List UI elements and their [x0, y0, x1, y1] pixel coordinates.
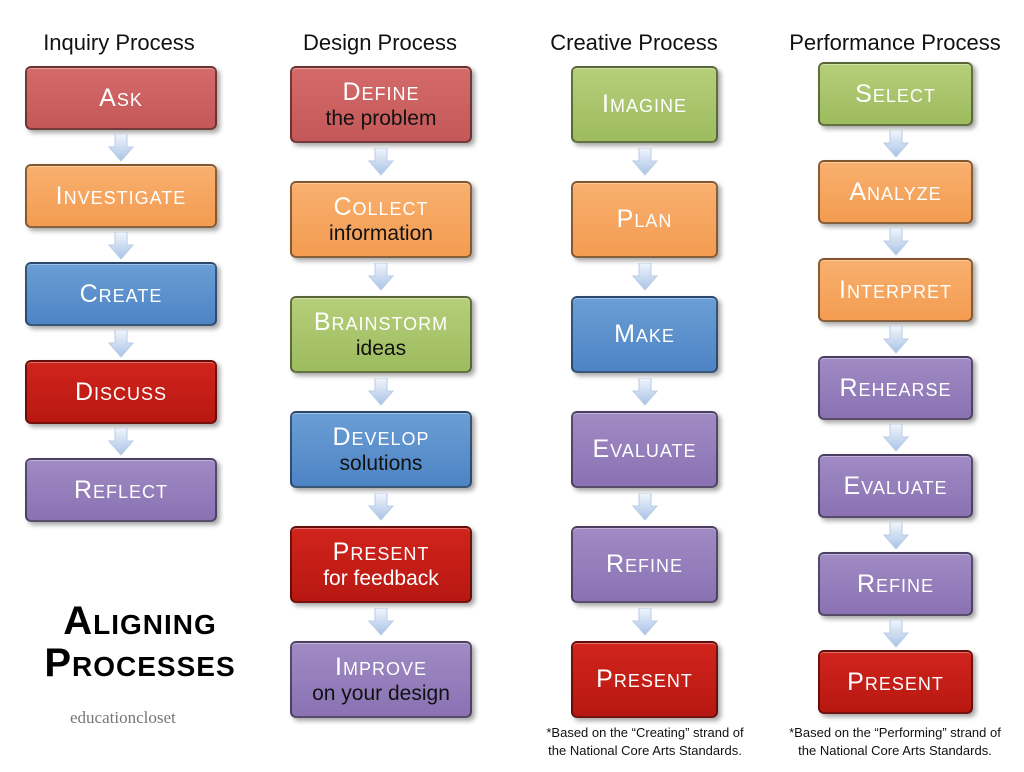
step-label: Improve	[335, 653, 427, 682]
step-sublabel: on your design	[312, 681, 450, 705]
down-arrow-icon	[883, 130, 909, 158]
down-arrow-icon	[883, 522, 909, 550]
step-label: Discuss	[74, 377, 168, 406]
down-arrow-icon	[108, 428, 134, 456]
down-arrow-icon	[632, 608, 658, 636]
aligning-processes-heading: Aligning Processes	[10, 600, 270, 684]
creative-step-present: Present	[571, 641, 718, 718]
creative-step-imagine: Imagine	[571, 66, 718, 143]
down-arrow-icon	[883, 424, 909, 452]
step-label: Develop	[332, 423, 430, 452]
inquiry-step-investigate: Investigate	[25, 164, 217, 228]
creative-step-evaluate: Evaluate	[571, 411, 718, 488]
inquiry-step-ask: Ask	[25, 66, 217, 130]
step-label: Investigate	[55, 181, 187, 210]
down-arrow-icon	[632, 493, 658, 521]
down-arrow-icon	[632, 378, 658, 406]
step-label: Brainstorm	[313, 308, 449, 337]
design-step-collect: Collect information	[290, 181, 472, 258]
down-arrow-icon	[108, 330, 134, 358]
performance-step-evaluate: Evaluate	[818, 454, 973, 518]
step-label: Evaluate	[843, 471, 948, 500]
step-label: Present	[596, 665, 693, 694]
down-arrow-icon	[883, 620, 909, 648]
footnote-line: the National Core Arts Standards.	[548, 742, 742, 758]
design-step-improve: Improve on your design	[290, 641, 472, 718]
down-arrow-icon	[368, 263, 394, 291]
design-step-present: Present for feedback	[290, 526, 472, 603]
step-label: Refine	[605, 550, 684, 579]
creative-process-title: Creative Process	[550, 30, 718, 55]
performance-step-rehearse: Rehearse	[818, 356, 973, 420]
down-arrow-icon	[883, 326, 909, 354]
step-label: Make	[614, 320, 675, 349]
down-arrow-icon	[883, 228, 909, 256]
step-label: Present	[847, 667, 944, 696]
heading-line: Processes	[44, 641, 236, 685]
design-process-title: Design Process	[302, 30, 458, 55]
step-label: Imagine	[602, 90, 687, 119]
creative-step-refine: Refine	[571, 526, 718, 603]
step-sublabel: for feedback	[323, 566, 439, 590]
step-label: Plan	[616, 205, 673, 234]
footnote-line: the National Core Arts Standards.	[798, 742, 992, 758]
step-label: Present	[332, 538, 430, 567]
performance-step-interpret: Interpret	[818, 258, 973, 322]
performance-step-present: Present	[818, 650, 973, 714]
performance-footnote: *Based on the “Performing” strand of the…	[770, 724, 1020, 759]
step-label: Reflect	[73, 475, 169, 504]
down-arrow-icon	[108, 232, 134, 260]
step-label: Rehearse	[839, 373, 952, 402]
design-step-define: Define the problem	[290, 66, 472, 143]
step-label: Select	[855, 79, 936, 108]
step-label: Interpret	[839, 275, 952, 304]
step-label: Create	[79, 279, 163, 308]
step-sublabel: solutions	[339, 451, 423, 475]
inquiry-process-title: Inquiry Process	[43, 30, 195, 55]
step-label: Evaluate	[592, 435, 697, 464]
step-label: Refine	[856, 569, 935, 598]
down-arrow-icon	[632, 148, 658, 176]
down-arrow-icon	[108, 134, 134, 162]
inquiry-step-reflect: Reflect	[25, 458, 217, 522]
step-label: Ask	[99, 83, 143, 112]
inquiry-step-discuss: Discuss	[25, 360, 217, 424]
step-sublabel: the problem	[325, 106, 437, 130]
down-arrow-icon	[632, 263, 658, 291]
step-label: Define	[342, 78, 420, 107]
down-arrow-icon	[368, 148, 394, 176]
step-label: Collect	[333, 193, 429, 222]
down-arrow-icon	[368, 378, 394, 406]
creative-footnote: *Based on the “Creating” strand of the N…	[520, 724, 770, 759]
down-arrow-icon	[368, 493, 394, 521]
design-step-brainstorm: Brainstorm ideas	[290, 296, 472, 373]
step-sublabel: information	[329, 221, 433, 245]
inquiry-step-create: Create	[25, 262, 217, 326]
heading-line: Aligning	[63, 599, 217, 643]
footnote-line: *Based on the “Creating” strand of	[546, 725, 744, 740]
performance-step-refine: Refine	[818, 552, 973, 616]
step-label: Analyze	[849, 177, 942, 206]
performance-step-select: Select	[818, 62, 973, 126]
footnote-line: *Based on the “Performing” strand of	[789, 725, 1001, 740]
step-sublabel: ideas	[355, 336, 407, 360]
creative-step-plan: Plan	[571, 181, 718, 258]
performance-process-title: Performance Process	[789, 30, 1001, 55]
performance-step-analyze: Analyze	[818, 160, 973, 224]
design-step-develop: Develop solutions	[290, 411, 472, 488]
brand-logo-text: educationcloset	[70, 708, 176, 727]
creative-step-make: Make	[571, 296, 718, 373]
down-arrow-icon	[368, 608, 394, 636]
